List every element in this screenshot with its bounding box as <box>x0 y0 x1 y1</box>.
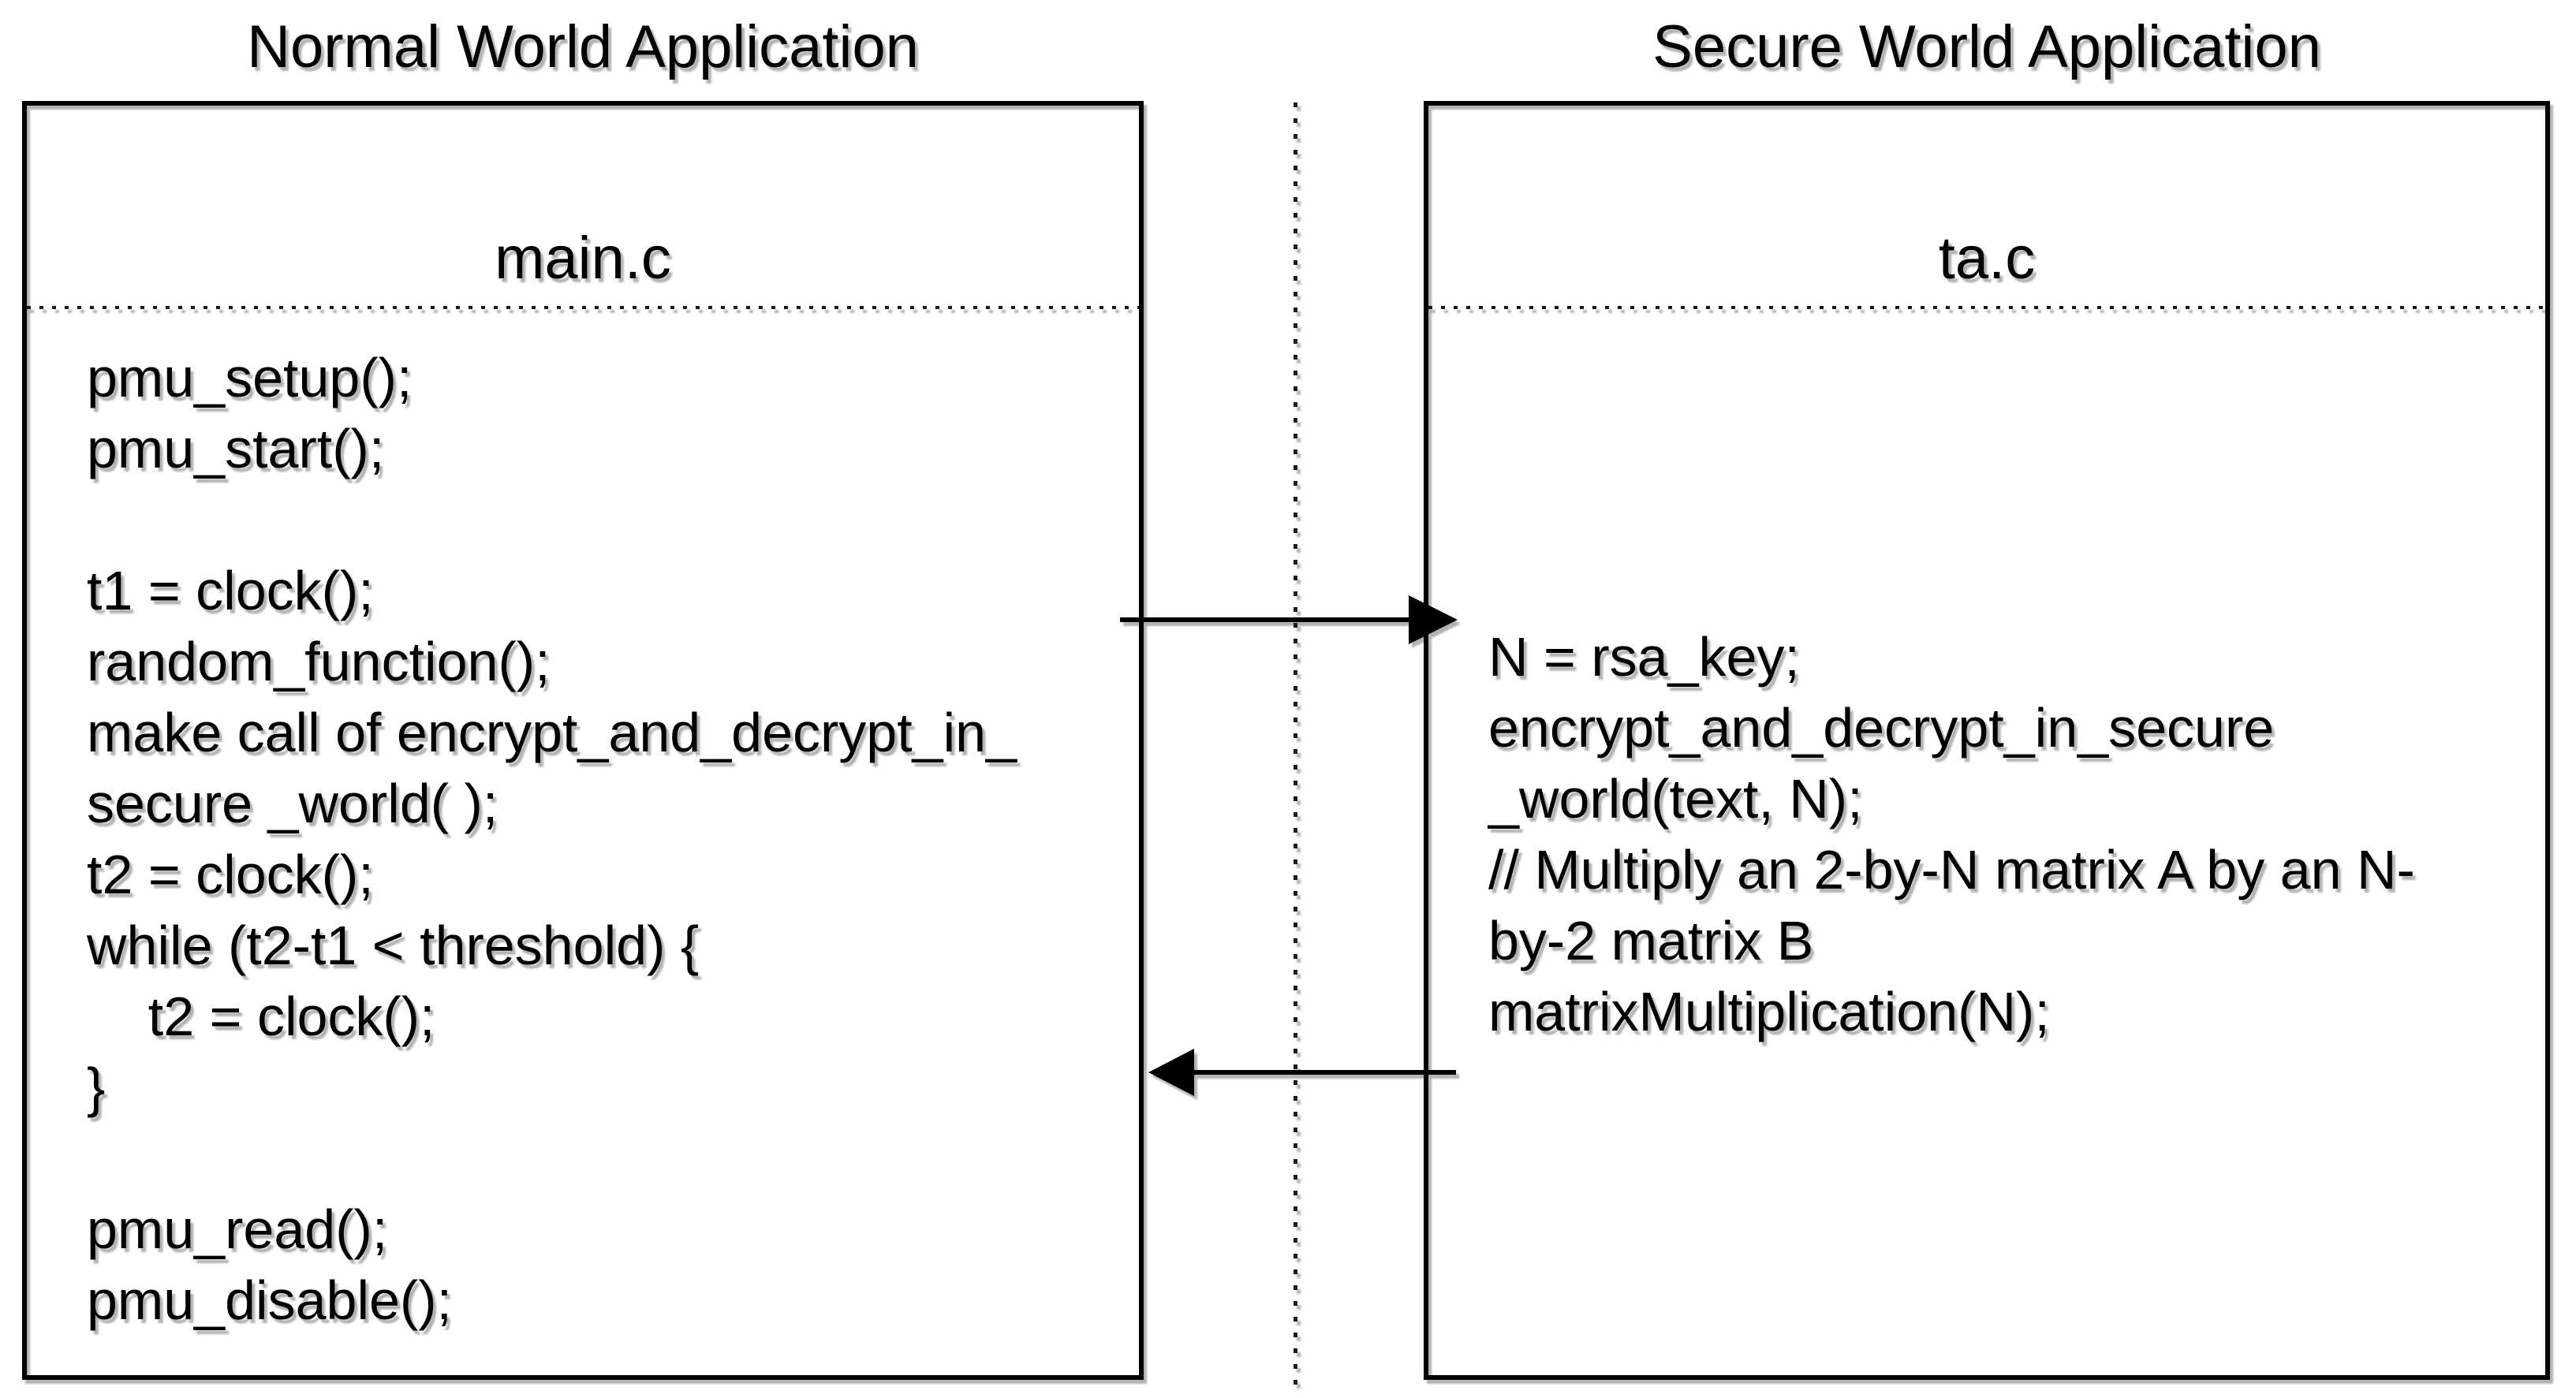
return-arrow-left-icon <box>1148 1049 1194 1096</box>
code-line: pmu_disable(); <box>87 1269 452 1331</box>
code-line: while (t2-t1 < threshold) { <box>87 915 700 976</box>
code-line: pmu_start(); <box>87 418 385 479</box>
code-line: secure _world( ); <box>87 773 498 834</box>
normal-world-box: main.c pmu_setup(); pmu_start(); t1 = cloc… <box>22 101 1144 1380</box>
call-arrow-right-icon <box>1409 595 1458 644</box>
code-line: random_function(); <box>87 631 551 692</box>
return-arrow-shaft <box>1189 1070 1456 1075</box>
code-line: // Multiply an 2-by-N matrix A by an N- <box>1488 839 2415 900</box>
code-line: t2 = clock(); <box>87 844 374 905</box>
code-line: t1 = clock(); <box>87 560 374 621</box>
secure-world-title: Secure World Application <box>1652 13 2321 80</box>
world-boundary-dotted-line <box>1294 103 1297 1385</box>
main-c-header: main.c <box>27 106 1139 306</box>
ta-c-header: ta.c <box>1428 106 2545 306</box>
code-line: matrixMultiplication(N); <box>1488 981 2050 1042</box>
code-line: _world(text, N); <box>1488 768 1863 829</box>
call-arrow-shaft <box>1120 617 1413 622</box>
normal-world-title: Normal World Application <box>247 13 919 80</box>
code-line: pmu_setup(); <box>87 347 413 408</box>
ta-c-code: N = rsa_key; encrypt_and_decrypt_in_secur… <box>1428 309 2545 1375</box>
code-line: make call of encrypt_and_decrypt_in_ <box>87 702 1017 763</box>
main-c-code: pmu_setup(); pmu_start(); t1 = clock(); ran… <box>27 309 1139 1375</box>
code-line: by-2 matrix B <box>1488 910 1814 971</box>
code-line: encrypt_and_decrypt_in_secure <box>1488 697 2275 759</box>
header-divider-rule <box>27 306 1139 309</box>
code-line: } <box>87 1057 106 1118</box>
code-line: N = rsa_key; <box>1488 626 1800 688</box>
code-line: t2 = clock(); <box>87 986 435 1047</box>
secure-world-box: ta.c N = rsa_key; encrypt_and_decrypt_in_… <box>1424 101 2550 1380</box>
code-line <box>87 1123 1139 1194</box>
ta-c-label: ta.c <box>1938 225 2036 292</box>
main-c-label: main.c <box>495 225 671 292</box>
code-line <box>87 484 1139 555</box>
header-divider-rule <box>1428 306 2545 309</box>
code-line: pmu_read(); <box>87 1199 388 1260</box>
